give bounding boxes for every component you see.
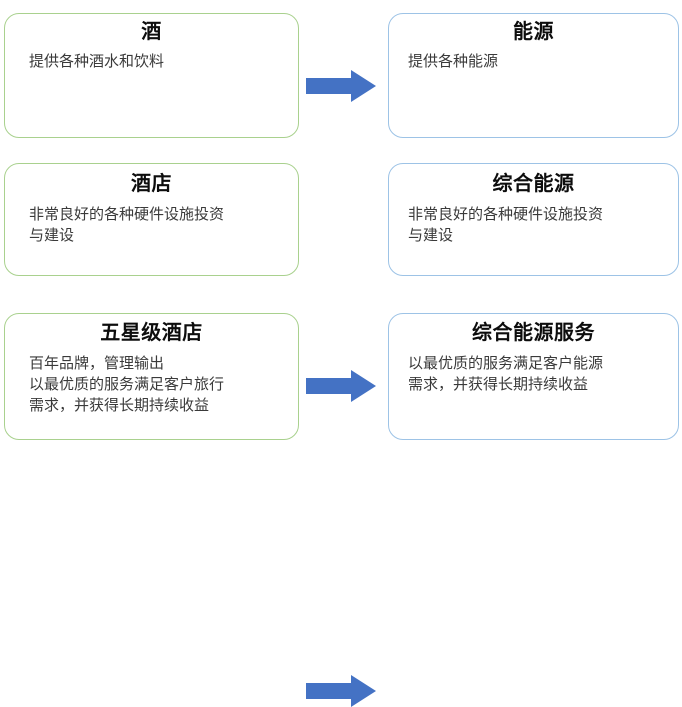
concept-box-left[interactable]: 酒店 非常良好的各种硬件设施投资 与建设 bbox=[4, 163, 299, 276]
concept-description: 非常良好的各种硬件设施投资 与建设 bbox=[29, 206, 225, 244]
right-arrow-icon bbox=[306, 370, 376, 402]
concept-title: 酒 bbox=[141, 21, 162, 43]
concept-description: 提供各种能源 bbox=[408, 53, 499, 70]
diagram-row: 酒 提供各种酒水和饮料 能源 提供各种能源 bbox=[0, 13, 682, 138]
concept-title: 综合能源服务 bbox=[472, 322, 595, 344]
concept-title: 能源 bbox=[513, 21, 554, 43]
concept-box-left[interactable]: 酒 提供各种酒水和饮料 bbox=[4, 13, 299, 138]
concept-title: 综合能源 bbox=[492, 173, 575, 195]
concept-description: 百年品牌，管理输出 以最优质的服务满足客户旅行 需求，并获得长期持续收益 bbox=[29, 355, 225, 414]
concept-box-right[interactable]: 综合能源 非常良好的各种硬件设施投资 与建设 bbox=[388, 163, 679, 276]
concept-title: 酒店 bbox=[131, 173, 172, 195]
concept-box-left[interactable]: 五星级酒店 百年品牌，管理输出 以最优质的服务满足客户旅行 需求，并获得长期持续… bbox=[4, 313, 299, 440]
mapping-diagram: 酒 提供各种酒水和饮料 能源 提供各种能源 酒店 非常良好的各种硬件设施投资 与… bbox=[0, 13, 682, 707]
diagram-row: 酒店 非常良好的各种硬件设施投资 与建设 综合能源 非常良好的各种硬件设施投资 … bbox=[0, 163, 682, 402]
right-arrow-icon bbox=[306, 675, 376, 707]
concept-title: 五星级酒店 bbox=[100, 322, 203, 344]
concept-box-right[interactable]: 能源 提供各种能源 bbox=[388, 13, 679, 138]
diagram-row: 五星级酒店 百年品牌，管理输出 以最优质的服务满足客户旅行 需求，并获得长期持续… bbox=[0, 313, 682, 707]
concept-description: 以最优质的服务满足客户能源 需求，并获得长期持续收益 bbox=[408, 355, 604, 393]
concept-description: 提供各种酒水和饮料 bbox=[29, 53, 165, 70]
concept-description: 非常良好的各种硬件设施投资 与建设 bbox=[408, 206, 604, 244]
concept-box-right[interactable]: 综合能源服务 以最优质的服务满足客户能源 需求，并获得长期持续收益 bbox=[388, 313, 679, 440]
right-arrow-icon bbox=[306, 70, 376, 102]
